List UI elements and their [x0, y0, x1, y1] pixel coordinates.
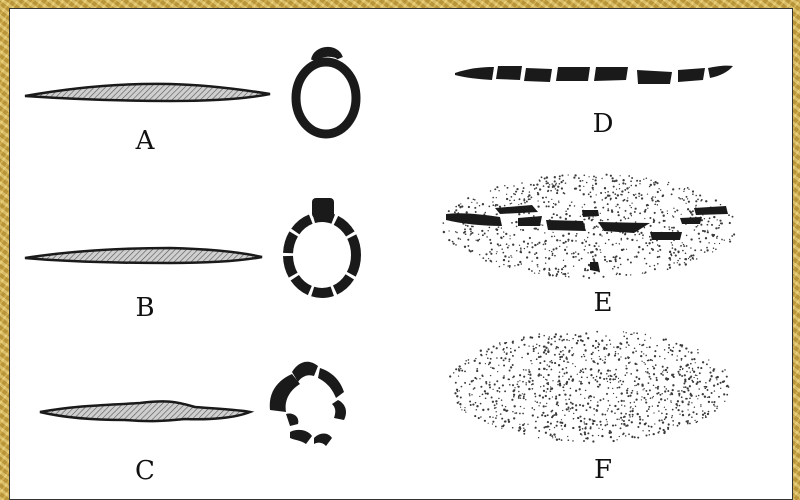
- fragment: [496, 66, 522, 80]
- fragment: [524, 68, 552, 82]
- section-e: [443, 174, 736, 279]
- label-d: D: [583, 111, 623, 137]
- layer-side-view-b: [25, 248, 262, 263]
- fragment: [594, 67, 628, 81]
- stipple-cloud-f: [449, 331, 729, 443]
- fragment: [556, 67, 590, 81]
- label-a: A: [125, 128, 165, 154]
- layer-side-view-c: [40, 401, 250, 421]
- label-f: F: [583, 457, 623, 483]
- label-b: B: [125, 295, 165, 321]
- section-d: [455, 66, 733, 84]
- section-b: [25, 198, 356, 293]
- section-c: [40, 362, 346, 446]
- fragments-e: [446, 205, 728, 272]
- section-f: [449, 331, 729, 443]
- section-a: [25, 50, 356, 134]
- fragment: [708, 66, 733, 78]
- label-c: C: [125, 458, 165, 484]
- ring-cross-section-c: [270, 362, 346, 446]
- stipple-cloud-e: [443, 174, 736, 279]
- layer-side-view-a: [25, 84, 270, 101]
- fragment: [637, 70, 672, 84]
- fragment: [455, 67, 494, 80]
- label-e: E: [583, 290, 623, 316]
- fragment: [678, 68, 705, 82]
- ring-cross-section-b: [288, 198, 356, 293]
- ring-cross-section-a: [296, 50, 356, 134]
